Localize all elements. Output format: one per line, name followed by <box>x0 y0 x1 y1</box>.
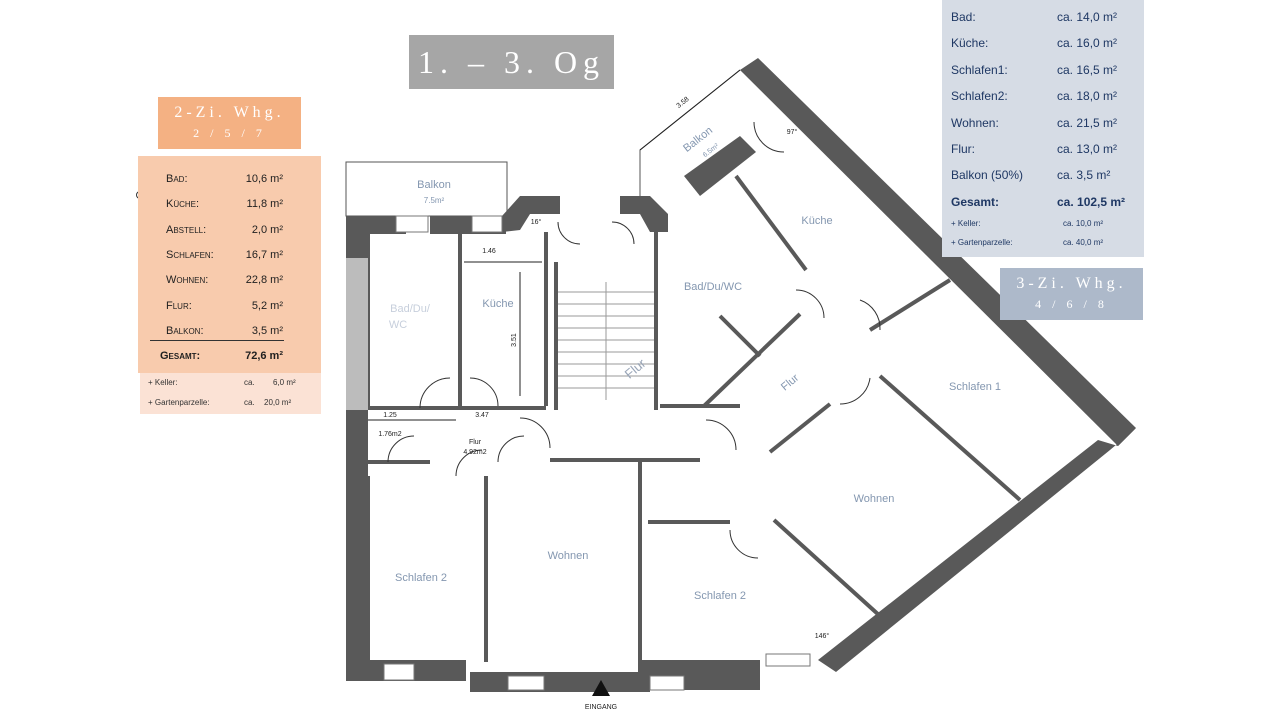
table-row: Flur:5,2 m² <box>166 300 283 312</box>
table-row: Abstell:2,0 m² <box>166 224 283 236</box>
label-wohnen-left: Wohnen <box>548 550 589 562</box>
right-unit-numbers: 4 / 6 / 8 <box>1035 297 1108 311</box>
label-kueche-right: Küche <box>801 215 832 227</box>
label-bad-left-2: WC <box>389 319 407 331</box>
label-balkon-left: Balkon <box>417 179 451 191</box>
plan-overlay <box>346 258 368 410</box>
table-row: Küche:11,8 m² <box>166 198 283 210</box>
dim-351: 3.51 <box>511 333 518 347</box>
label-schlafen2-left: Schlafen 2 <box>395 572 447 584</box>
dim-146: 1.46 <box>482 248 496 255</box>
divider <box>150 340 284 341</box>
entrance-arrow-icon <box>592 680 610 696</box>
doors <box>387 121 881 559</box>
table-row: Wohnen:22,8 m² <box>166 274 283 286</box>
angle-97: 97° <box>787 128 798 136</box>
left-unit-area-table: Bad:10,6 m² Küche:11,8 m² Abstell:2,0 m²… <box>138 156 321 373</box>
table-row: Balkon:3,5 m² <box>166 325 283 337</box>
left-unit-heading: 2-Zi. Whg. 2 / 5 / 7 <box>158 97 301 149</box>
angle-16: 16° <box>531 218 542 226</box>
label-bad-right: Bad/Du/WC <box>684 281 742 293</box>
left-unit-title: 2-Zi. Whg. <box>174 104 285 121</box>
table-row: Bad:10,6 m² <box>166 173 283 185</box>
page-title: 1. – 3. Og <box>409 35 614 89</box>
dim-358: 3.58 <box>676 96 691 110</box>
label-balkon-left-area: 7.5m² <box>424 196 445 205</box>
dim-176: 1.76m2 <box>378 431 401 438</box>
dim-347: 3.47 <box>475 412 489 419</box>
right-unit-area-table: Bad:ca. 14,0 m² Küche:ca. 16,0 m² Schlaf… <box>942 0 1144 257</box>
left-unit-numbers: 2 / 5 / 7 <box>193 126 266 140</box>
label-flur-left: Flur <box>469 439 482 446</box>
windows <box>383 215 811 691</box>
dimension-lines <box>368 69 741 421</box>
label-wohnen-right: Wohnen <box>854 493 895 505</box>
table-row-total: Gesamt:72,6 m² <box>160 350 283 362</box>
angle-146: 146° <box>815 632 830 640</box>
label-stair-flur: Flur <box>622 355 649 381</box>
label-kueche-left: Küche <box>482 298 513 310</box>
right-unit-title: 3-Zi. Whg. <box>1016 275 1127 292</box>
label-schlafen1-right: Schlafen 1 <box>949 381 1001 393</box>
label-bad-left: Bad/Du/ <box>390 303 431 315</box>
table-row: Schlafen:16,7 m² <box>166 249 283 261</box>
left-unit-extras: + Keller: ca. 6,0 m² + Gartenparzelle: c… <box>140 373 321 414</box>
dim-125: 1.25 <box>383 412 397 419</box>
label-flur-left-area: 4.92m2 <box>463 449 486 456</box>
balcony-left <box>345 161 508 217</box>
label-flur-right: Flur <box>779 372 801 394</box>
staircase <box>558 282 654 400</box>
label-schlafen2-right: Schlafen 2 <box>694 590 746 602</box>
right-unit-heading: 3-Zi. Whg. 4 / 6 / 8 <box>1000 268 1143 320</box>
entrance-label: EINGANG <box>585 704 617 711</box>
